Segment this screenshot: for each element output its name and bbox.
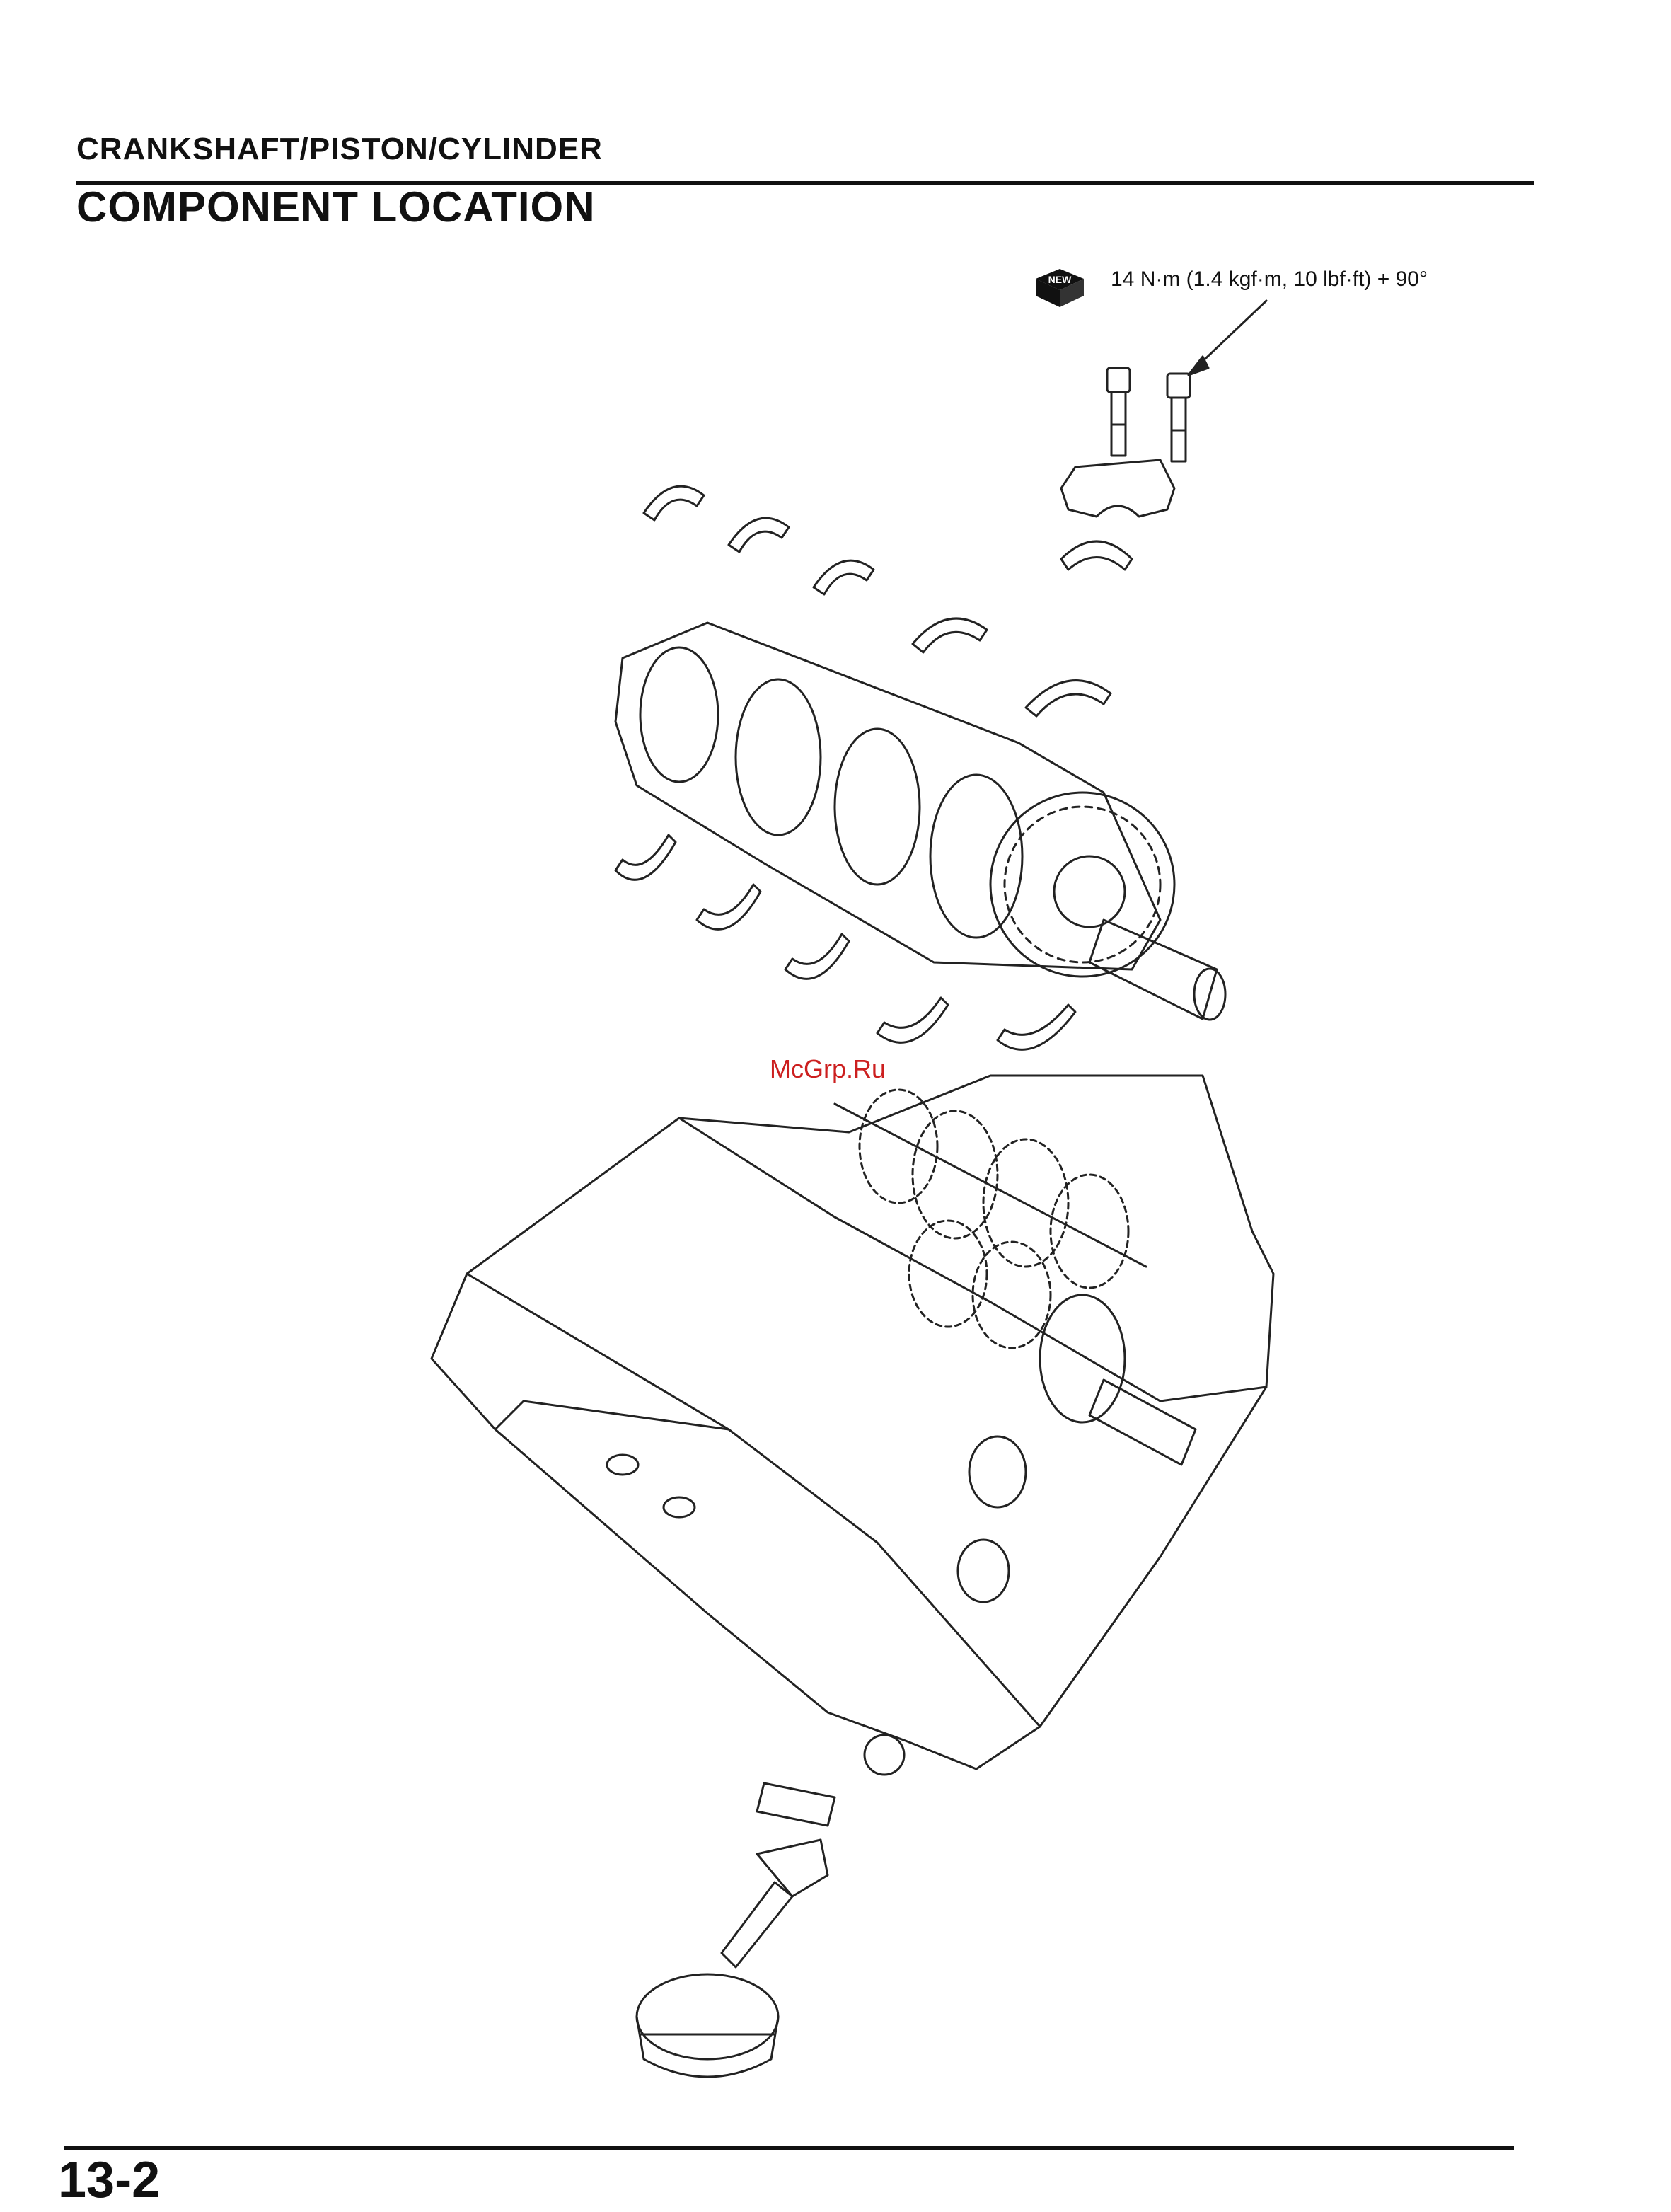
leader-line bbox=[1196, 301, 1266, 368]
rod-bolt-right bbox=[1167, 374, 1190, 461]
rod-bolt-left bbox=[1107, 368, 1130, 456]
bearing-shell bbox=[785, 934, 849, 979]
page-number: 13-2 bbox=[58, 2151, 160, 2209]
crankcase bbox=[432, 1076, 1273, 1775]
watermark: McGrp.Ru bbox=[770, 1054, 886, 1084]
transmission-gears bbox=[835, 1090, 1146, 1348]
bearing-shell bbox=[998, 1005, 1075, 1049]
bearing-shell bbox=[877, 998, 948, 1042]
bearing-shell bbox=[644, 486, 704, 520]
rod-bearing bbox=[757, 1783, 835, 1826]
bearing-shell bbox=[1061, 541, 1132, 570]
bearing-shell bbox=[697, 885, 761, 929]
bearing-shell bbox=[913, 618, 987, 652]
bearing-shell bbox=[814, 560, 874, 594]
footer-rule bbox=[64, 2146, 1514, 2150]
bearing-shell bbox=[729, 518, 789, 552]
rod-cap bbox=[1061, 460, 1174, 517]
crankshaft bbox=[615, 623, 1225, 1020]
bearing-shell bbox=[615, 835, 676, 880]
bearing-shell bbox=[1026, 681, 1111, 716]
connecting-rod-piston bbox=[637, 1840, 828, 2077]
